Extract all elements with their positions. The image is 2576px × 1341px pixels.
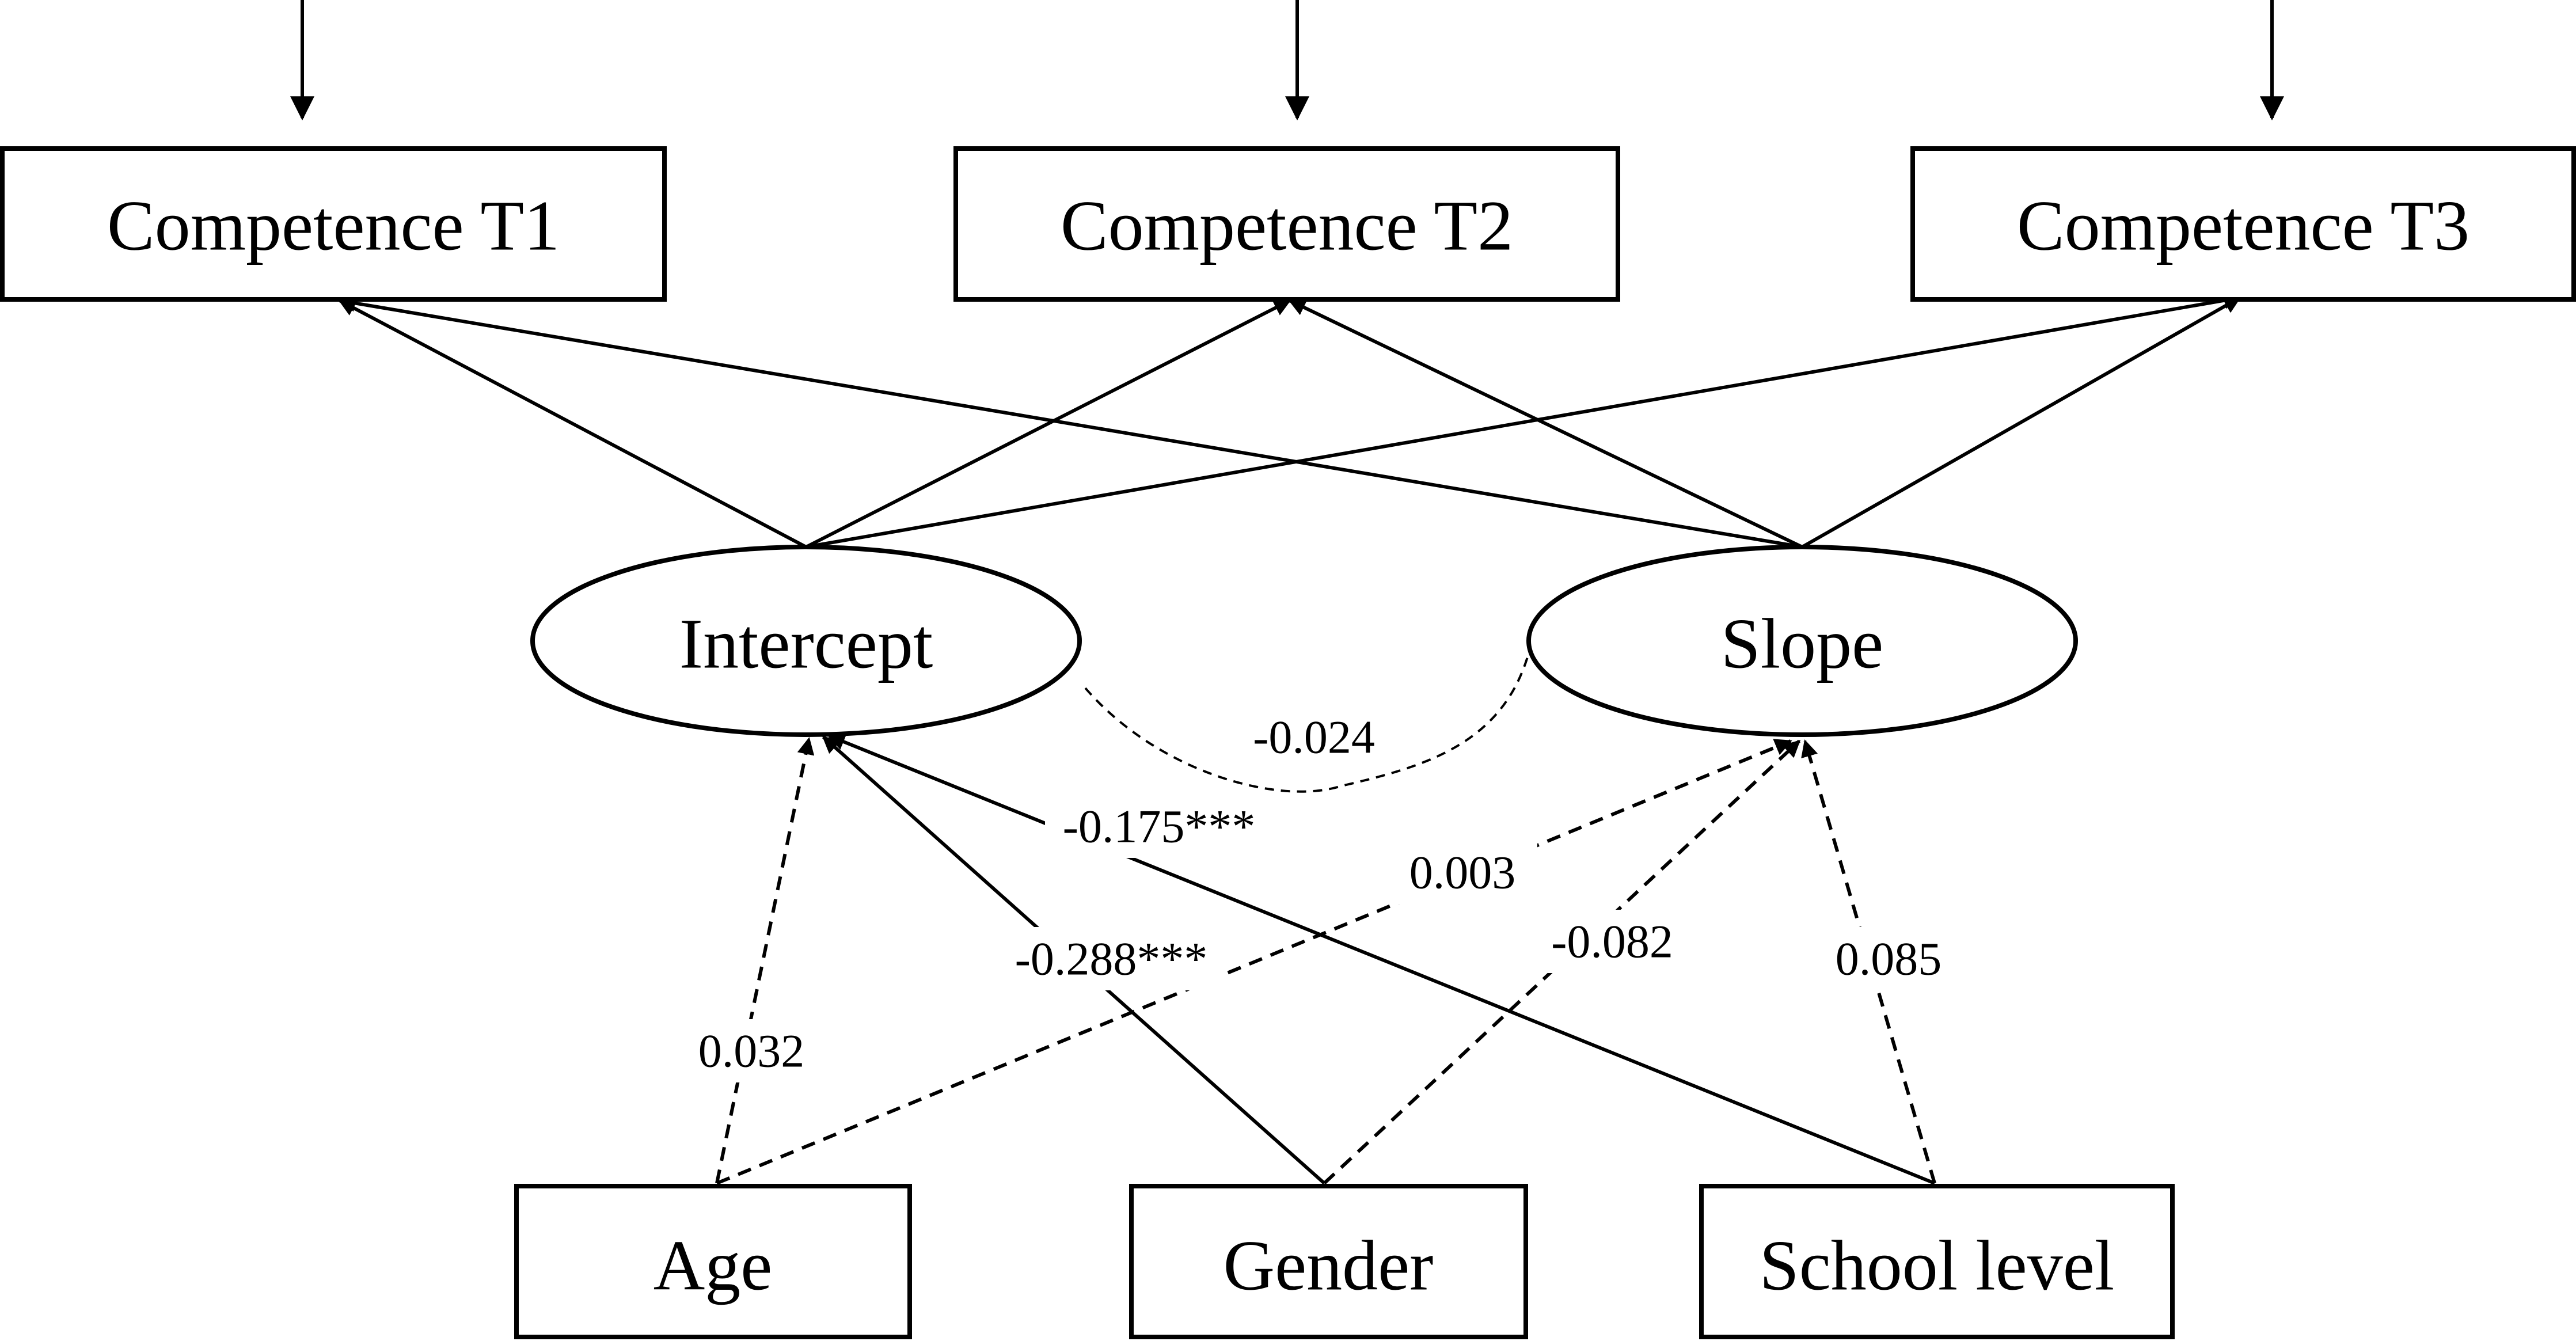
- coef-intercept-slope-text: -0.024: [1253, 711, 1375, 763]
- node-competence-t2: Competence T2: [953, 146, 1620, 302]
- coef-label-age-intercept: 0.032: [677, 1019, 826, 1082]
- coef-gender-intercept-text: -0.288***: [1015, 933, 1208, 985]
- node-competence-t2-label: Competence T2: [1061, 187, 1513, 265]
- coef-label-gender-intercept: -0.288***: [996, 927, 1226, 990]
- coef-label-school-level-intercept: -0.175***: [1045, 795, 1275, 858]
- coef-label-age-slope: 0.003: [1388, 841, 1537, 904]
- path-intercept-t3: [806, 291, 2241, 549]
- node-competence-t3-label: Competence T3: [2017, 187, 2469, 265]
- coef-school-level-slope-text: 0.085: [1836, 933, 1942, 985]
- node-intercept-label: Intercept: [679, 605, 933, 683]
- path-school-level-intercept: [827, 734, 1936, 1185]
- node-school-level-label: School level: [1760, 1226, 2114, 1305]
- node-intercept: Intercept: [530, 545, 1082, 737]
- node-competence-t3: Competence T3: [1910, 146, 2576, 302]
- path-slope-t2: [1288, 299, 1803, 549]
- coef-label-intercept-slope: -0.024: [1238, 705, 1388, 769]
- path-slope-t3: [1801, 296, 2241, 549]
- node-school-level: School level: [1699, 1184, 2175, 1339]
- node-age: Age: [514, 1184, 912, 1339]
- node-gender: Gender: [1129, 1184, 1528, 1339]
- node-age-label: Age: [654, 1226, 773, 1305]
- node-slope: Slope: [1526, 545, 2078, 737]
- node-gender-label: Gender: [1224, 1226, 1434, 1305]
- path-slope-t1: [338, 294, 1803, 549]
- node-competence-t1: Competence T1: [0, 146, 667, 302]
- node-slope-label: Slope: [1721, 605, 1883, 683]
- coef-age-slope-text: 0.003: [1409, 846, 1516, 899]
- coef-gender-slope-text: -0.082: [1551, 915, 1673, 968]
- path-age-intercept: [715, 737, 815, 1184]
- coef-label-school-level-slope: 0.085: [1814, 927, 1963, 990]
- node-competence-t1-label: Competence T1: [107, 187, 560, 265]
- coef-label-gender-slope: -0.082: [1532, 910, 1693, 973]
- path-age-slope: [716, 739, 1792, 1185]
- coef-age-intercept-text: 0.032: [698, 1025, 805, 1077]
- path-intercept-t1: [338, 299, 807, 549]
- path-intercept-t2: [805, 299, 1291, 549]
- path-intercept-slope-covariance: [1084, 641, 1533, 793]
- coef-school-level-intercept-text: -0.175***: [1063, 800, 1256, 853]
